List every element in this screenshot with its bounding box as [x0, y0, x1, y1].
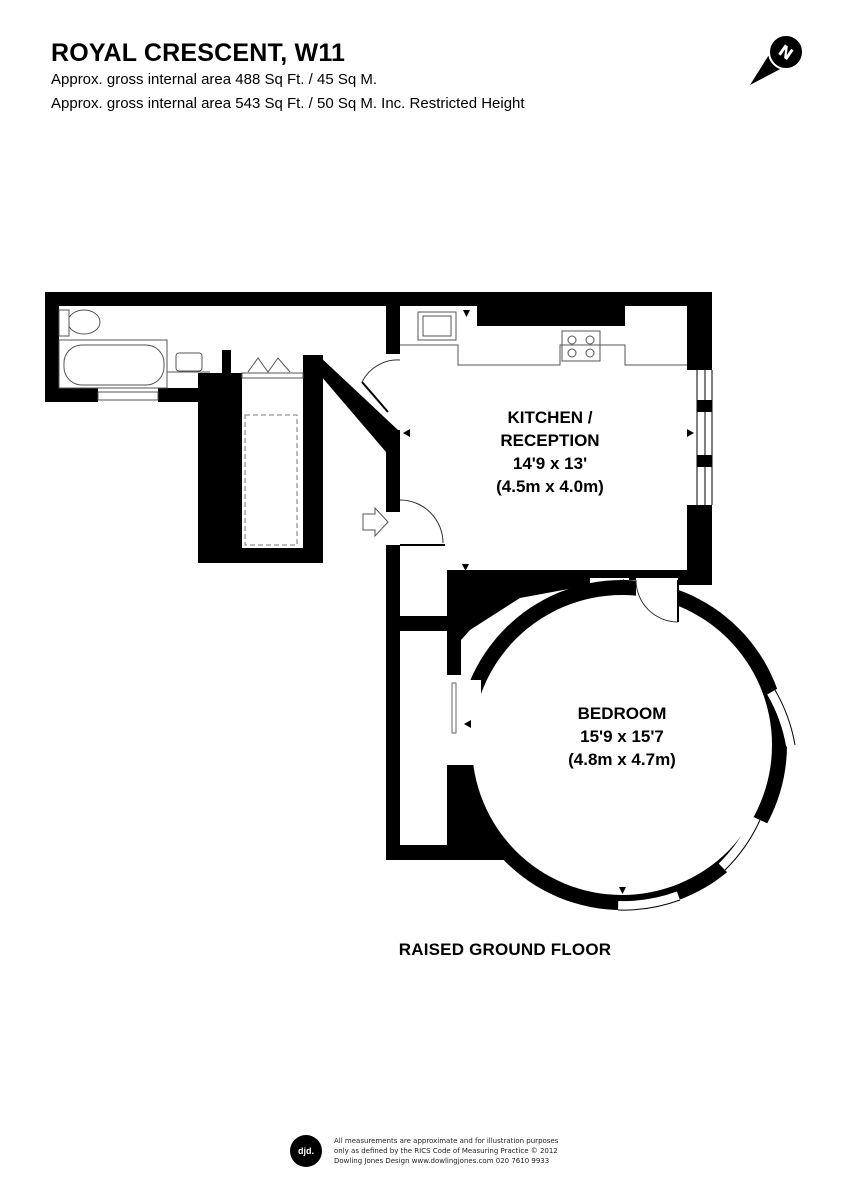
area-line-1: Approx. gross internal area 488 Sq Ft. /…: [51, 71, 378, 88]
room-name-2: RECEPTION: [500, 431, 600, 450]
djd-logo: djd.: [290, 1135, 322, 1167]
room-dimensions-metric: (4.8m x 4.7m): [568, 750, 676, 769]
room-dimensions-metric: (4.5m x 4.0m): [496, 477, 604, 496]
disclaimer-line-1: All measurements are approximate and for…: [334, 1137, 559, 1145]
property-title: ROYAL CRESCENT, W11: [51, 39, 346, 67]
disclaimer-line-3: Dowling Jones Design www.dowlingjones.co…: [334, 1157, 550, 1165]
bedroom-curved-wall: [447, 578, 804, 920]
area-line-2: Approx. gross internal area 543 Sq Ft. /…: [51, 95, 525, 112]
room-label-kitchen-reception: KITCHEN / RECEPTION 14'9 x 13' (4.5m x 4…: [470, 406, 630, 498]
room-label-bedroom: BEDROOM 15'9 x 15'7 (4.8m x 4.7m): [542, 702, 702, 771]
room-name: BEDROOM: [577, 704, 667, 723]
room-dimensions-imperial: 14'9 x 13': [512, 454, 588, 473]
header: ROYAL CRESCENT, W11 Approx. gross intern…: [51, 38, 525, 116]
disclaimer: All measurements are approximate and for…: [334, 1136, 558, 1166]
entrance-arrow-icon: [362, 506, 389, 538]
room-dimensions-imperial: 15'9 x 15'7: [580, 727, 664, 746]
north-arrow-icon: N: [750, 34, 804, 85]
footer: djd. All measurements are approximate an…: [290, 1135, 558, 1167]
floor-label: RAISED GROUND FLOOR: [398, 940, 612, 959]
room-name: KITCHEN /: [507, 408, 593, 427]
disclaimer-line-2: only as defined by the RICS Code of Meas…: [334, 1147, 558, 1155]
